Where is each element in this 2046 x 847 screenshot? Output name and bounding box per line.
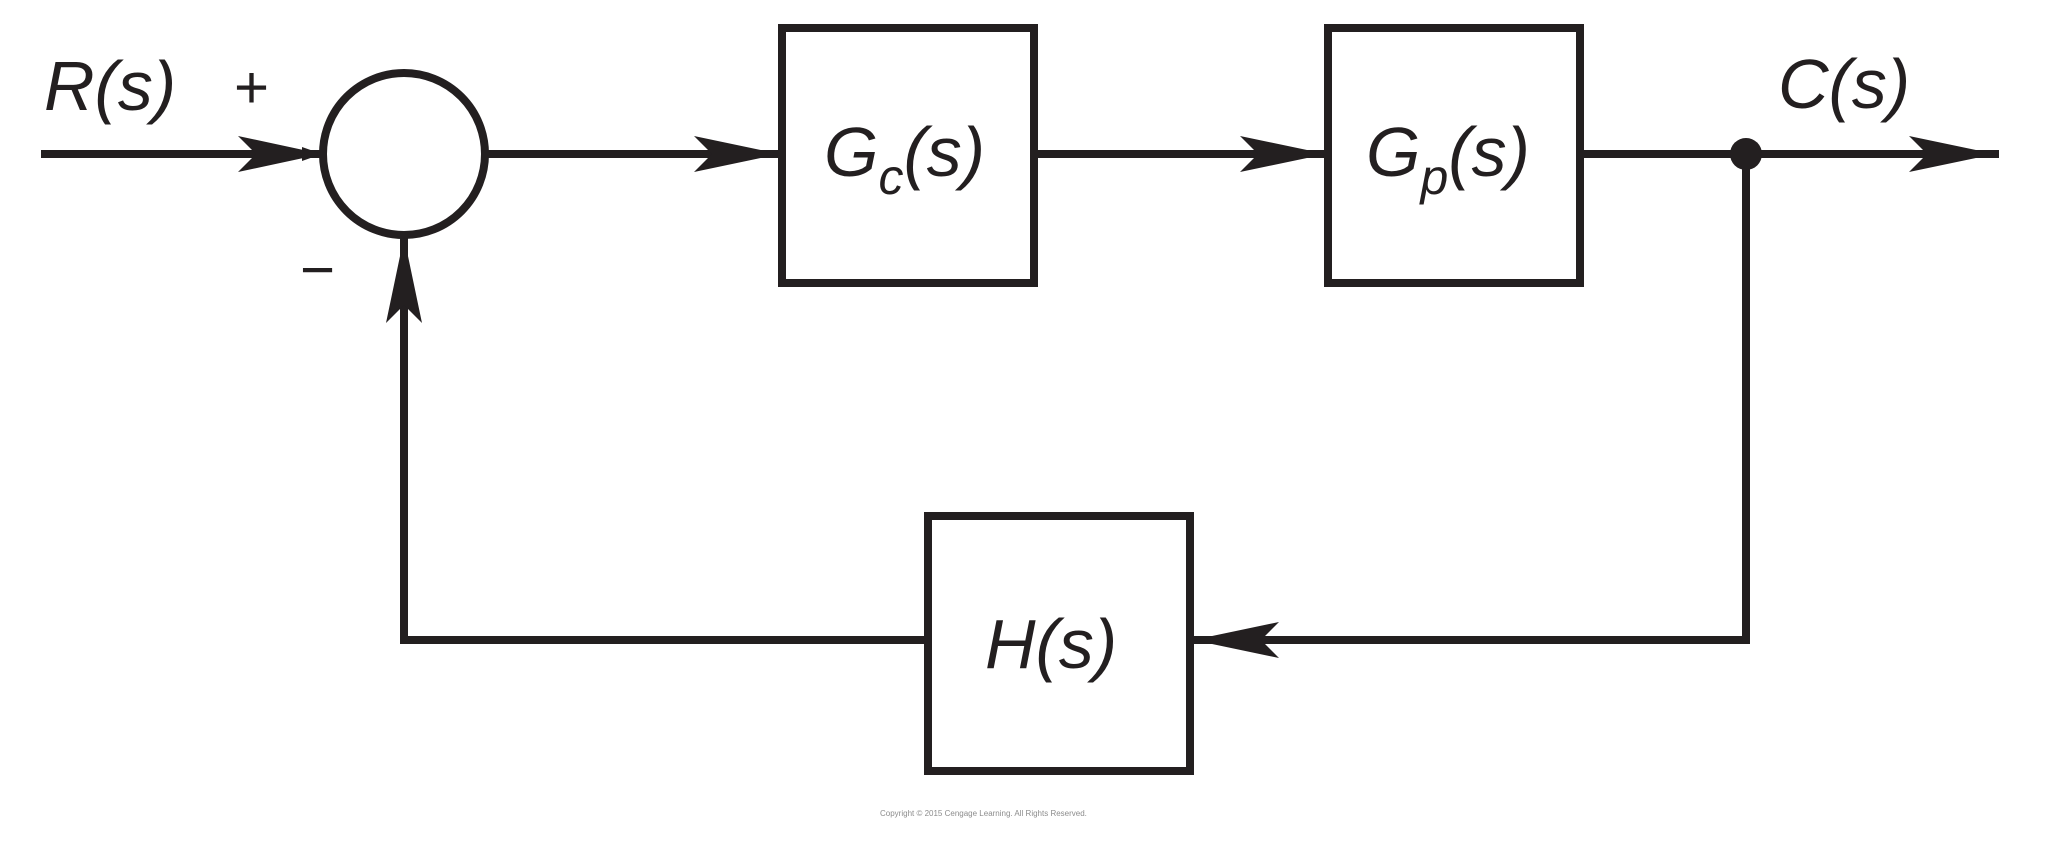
plant-label-subscript: p [1418,149,1448,205]
plant-label-base: G [1366,113,1420,191]
summing-junction [319,69,489,239]
controller-label-subscript: c [878,149,903,205]
controller-block-label: Gc(s) [824,113,985,205]
output-arrowhead [1909,136,1995,172]
controller-label-suffix: (s) [903,113,985,191]
plant-input-arrowhead [1240,136,1326,172]
plus-sign: + [234,54,269,121]
feedback-input-arrowhead [1193,622,1279,658]
feedback-arrowhead [386,237,422,323]
minus-sign: − [300,236,335,303]
input-arrowhead [238,136,322,172]
controller-input-arrowhead [694,136,780,172]
plant-block-label: Gp(s) [1366,113,1530,205]
controller-block [778,24,1038,287]
feedback-block-label: H(s) [985,605,1117,683]
output-signal-label: C(s) [1778,45,1910,123]
controller-label-base: G [824,113,878,191]
plant-label-suffix: (s) [1448,113,1530,191]
footer-note: Copyright © 2015 Cengage Learning. All R… [880,809,1087,818]
input-signal-label: R(s) [44,47,176,125]
